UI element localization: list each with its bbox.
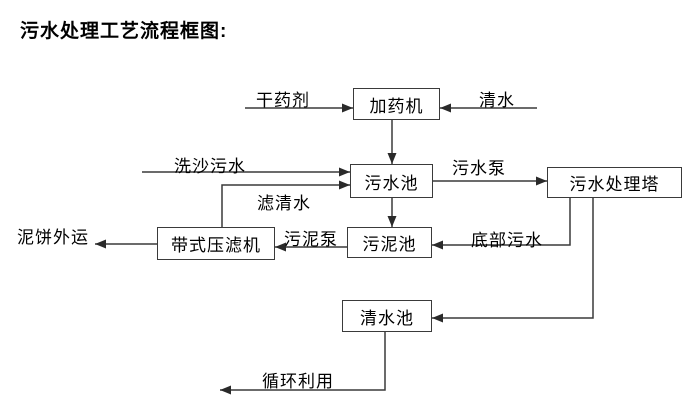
node-dosing-machine: 加药机 [353,88,440,120]
edge-label-dry-chemical: 干药剂 [256,91,310,110]
node-belt-filter-press: 带式压滤机 [157,227,275,260]
arrow-clean-water-pool-to-recycling [220,332,386,395]
edge-label-bottom-sewage: 底部污水 [471,231,543,250]
node-sludge-pool: 污泥池 [347,227,432,258]
node-sewage-pool: 污水池 [350,164,433,198]
diagram-title: 污水处理工艺流程框图: [20,21,228,42]
edge-label-filtered-water: 滤清水 [257,194,311,213]
arrow-bottom-sewage-to-sludge-pool [432,198,571,250]
node-clean-water-pool: 清水池 [342,300,432,332]
edge-label-sewage-pump: 污水泵 [452,159,506,178]
edge-label-sludge-pump: 污泥泵 [284,230,338,249]
node-treatment-tower: 污水处理塔 [547,167,682,198]
edge-label-sand-washing-sewage: 洗沙污水 [174,157,246,176]
edge-label-mud-cake-out: 泥饼外运 [17,228,89,247]
edge-label-clean-water: 清水 [479,91,515,110]
edge-label-recycling: 循环利用 [262,372,334,391]
arrow-treatment-tower-to-clean-water-pool [432,198,594,323]
arrow-filtered-water-to-sewage-pool [221,180,350,227]
